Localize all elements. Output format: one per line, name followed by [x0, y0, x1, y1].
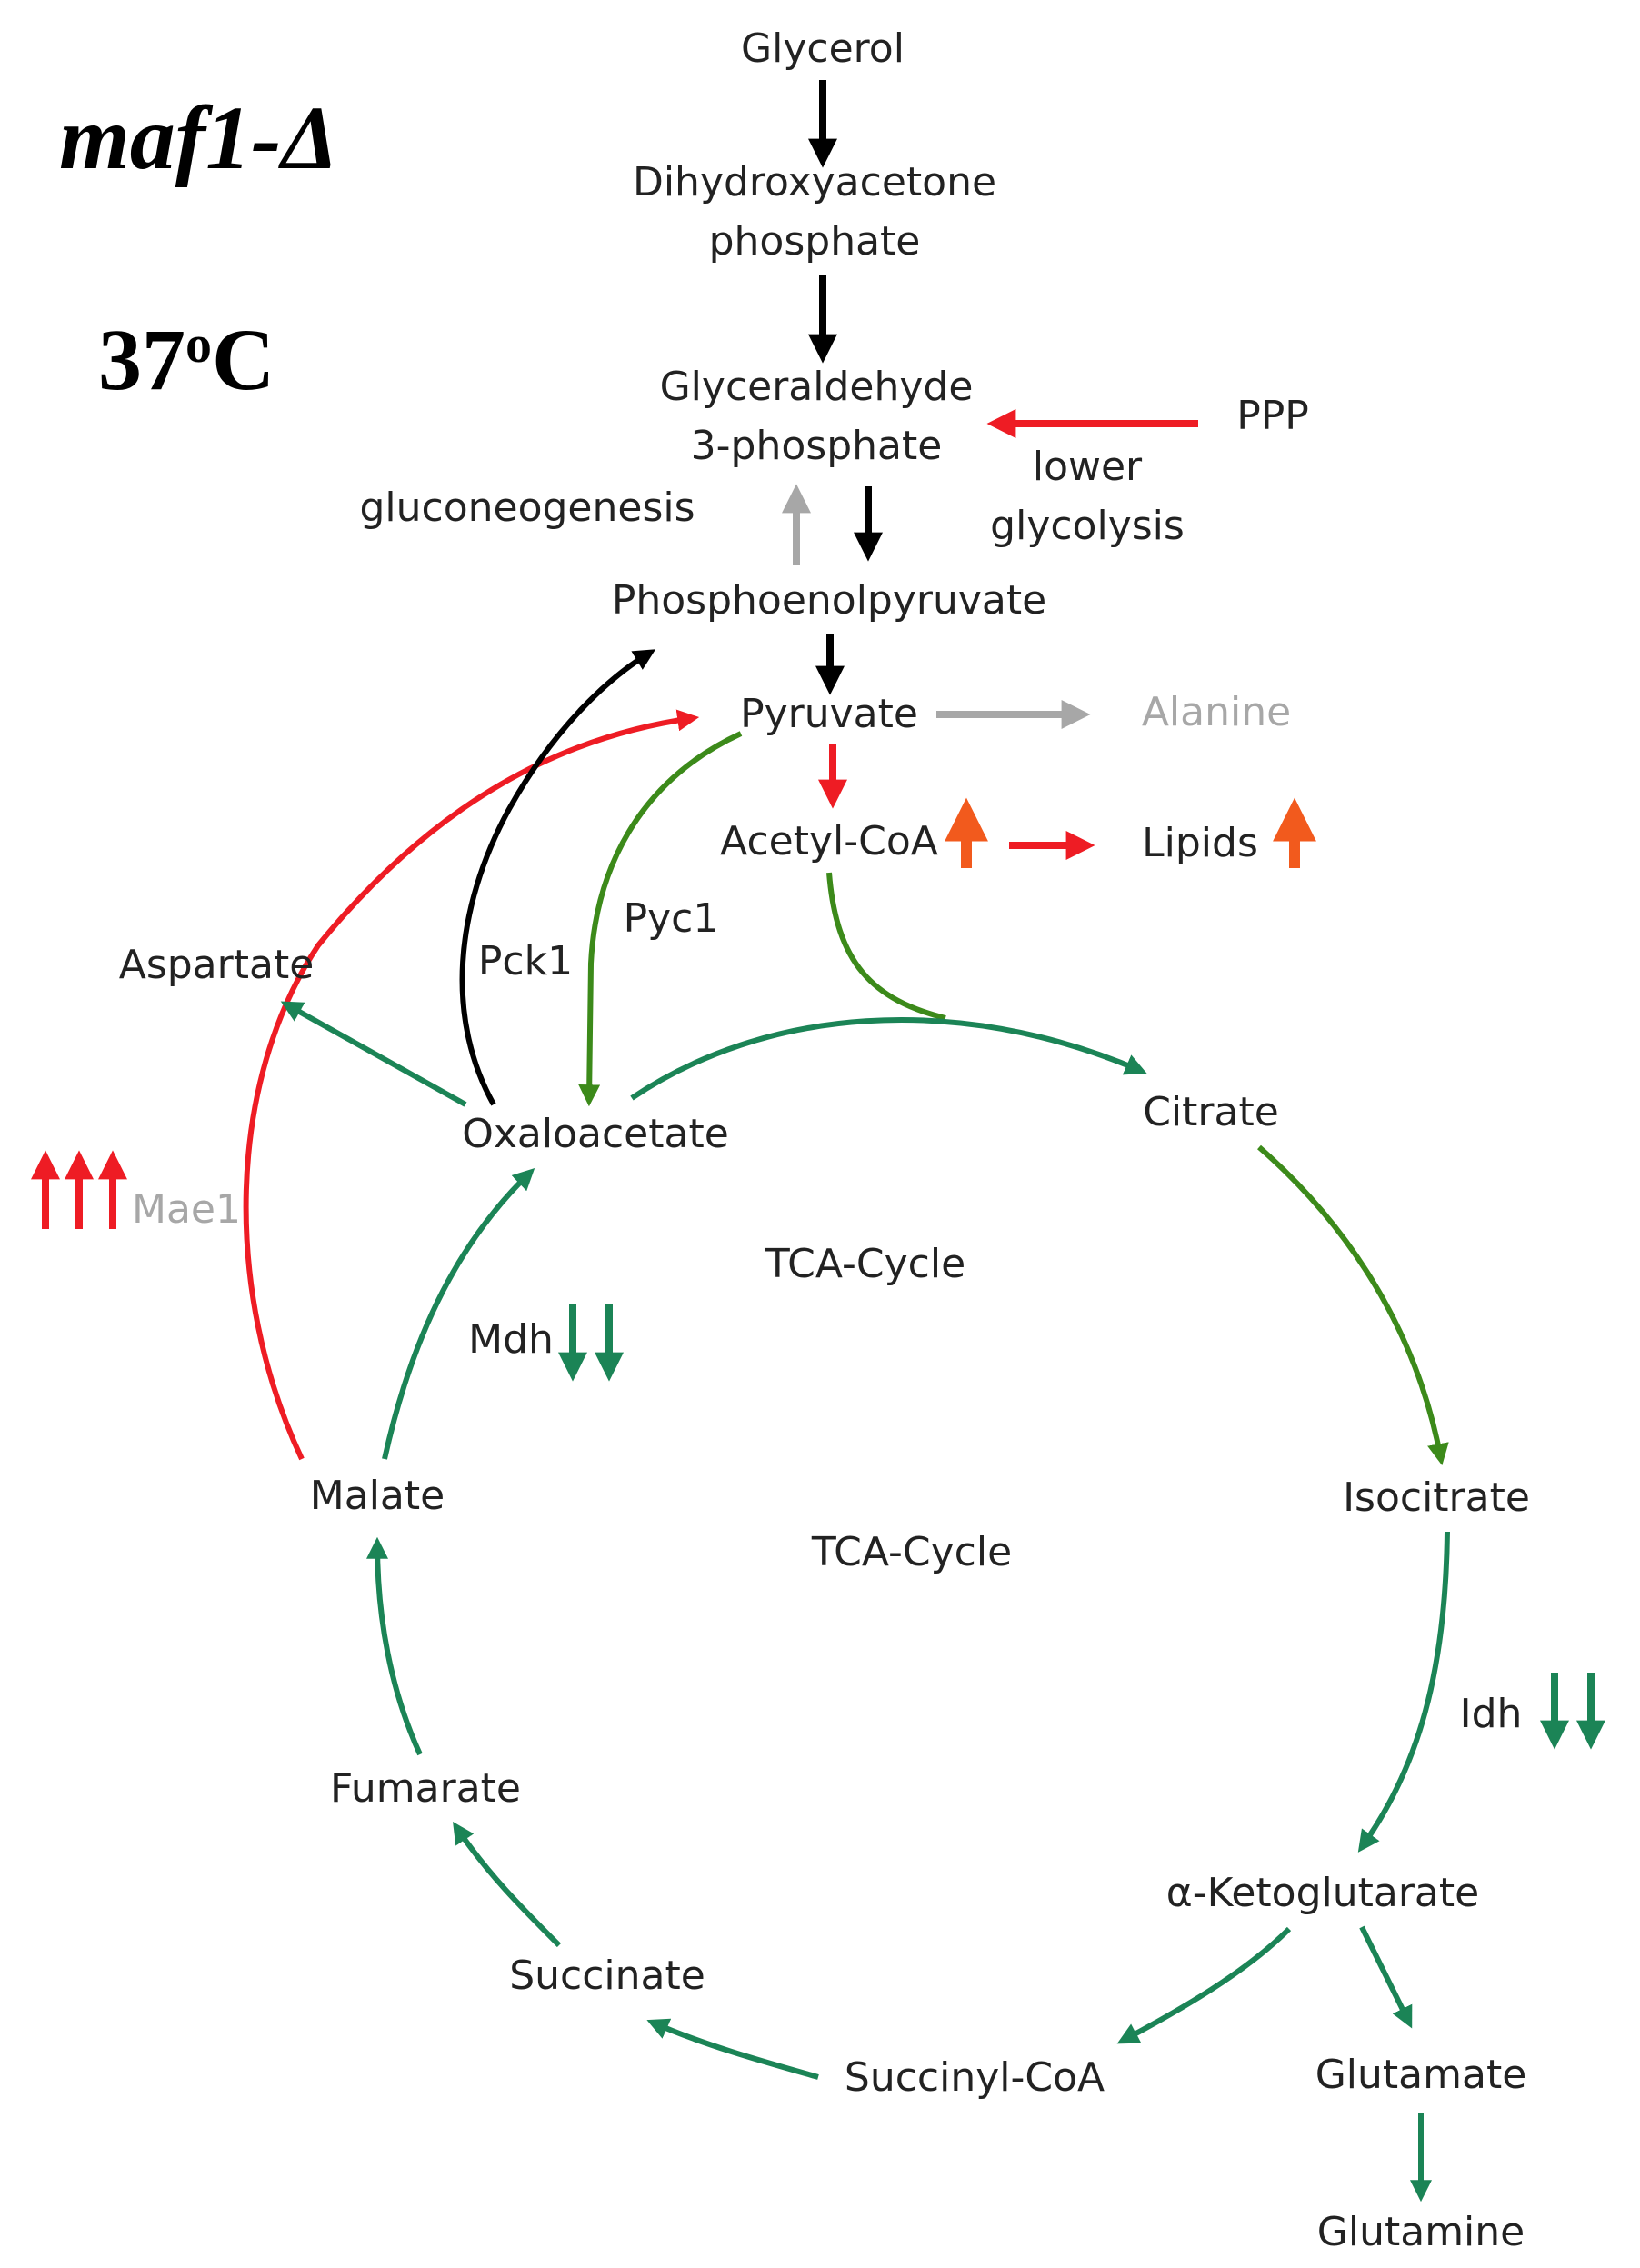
metabolite-fumarate: Fumarate [330, 1765, 521, 1812]
arrow-pyruvate-oxaloacetate-pyc1 [578, 731, 743, 1107]
metabolite-acetyl-coa: Acetyl-CoA [720, 818, 938, 864]
metabolite-dhap-line1: Dihydroxyacetone [633, 159, 996, 205]
arrow-fumarate-malate [366, 1536, 423, 1756]
metabolite-pep: Phosphoenolpyruvate [612, 577, 1046, 624]
metabolite-aspartate: Aspartate [119, 942, 315, 988]
metabolite-lipids: Lipids [1142, 820, 1258, 866]
metabolite-alanine: Alanine [1142, 689, 1291, 735]
temperature-label: 37oC [98, 311, 275, 408]
enzyme-pyc1: Pyc1 [624, 895, 719, 942]
arrow-oxaloacetate-pep-pck1 [459, 649, 656, 1106]
enzyme-idh: Idh [1460, 1691, 1523, 1737]
metabolite-pyruvate: Pyruvate [740, 691, 918, 737]
metabolite-g3p-line1: Glyceraldehyde [660, 364, 974, 410]
metabolite-succinate: Succinate [509, 1953, 705, 1999]
metabolite-glutamine: Glutamine [1317, 2209, 1525, 2255]
strain-title: maf1-Δ [59, 87, 338, 188]
arrow-akg-glutamate [1359, 1925, 1413, 2029]
arrow-succinylcoa-succinate [646, 2018, 819, 2080]
arrow-oxaloacetate-aspartate [280, 1001, 467, 1107]
metabolite-isocitrate: Isocitrate [1343, 1474, 1530, 1521]
arrow-isocitrate-akg [1357, 1531, 1450, 1853]
metabolite-dhap-line2: phosphate [709, 218, 921, 265]
label-lower-glycolysis-line1: lower [1033, 444, 1143, 490]
metabolite-malate: Malate [310, 1473, 445, 1519]
arrow-oxaloacetate-citrate [630, 1017, 1147, 1101]
enzyme-pck1: Pck1 [478, 938, 573, 984]
metabolite-glutamate: Glutamate [1315, 2052, 1527, 2098]
label-lower-glycolysis-line2: glycolysis [990, 503, 1185, 549]
arrow-akg-succinylcoa [1116, 1926, 1292, 2044]
enzyme-mdh: Mdh [468, 1316, 554, 1363]
metabolite-ppp: PPP [1236, 393, 1309, 439]
arrow-citrate-isocitrate [1257, 1144, 1449, 1466]
enzyme-mae1: Mae1 [132, 1186, 241, 1233]
metabolite-alpha-ketoglutarate: α-Ketoglutarate [1166, 1870, 1479, 1916]
arrow-acetylcoa-citrate [826, 872, 946, 1021]
metabolite-g3p-line2: 3-phosphate [691, 423, 943, 469]
arrow-malate-pyruvate-mae1 [243, 709, 700, 1461]
arrow-succinate-fumarate [453, 1821, 562, 1948]
metabolite-succinyl-coa: Succinyl-CoA [845, 2054, 1105, 2101]
label-tca-cycle-upper: TCA-Cycle [765, 1241, 965, 1287]
arrow-malate-oxaloacetate [382, 1168, 535, 1460]
metabolite-oxaloacetate: Oxaloacetate [462, 1111, 729, 1157]
label-gluconeogenesis: gluconeogenesis [359, 485, 695, 531]
metabolite-glycerol: Glycerol [741, 25, 905, 72]
metabolite-citrate: Citrate [1143, 1089, 1279, 1135]
label-tca-cycle-lower: TCA-Cycle [811, 1529, 1012, 1575]
